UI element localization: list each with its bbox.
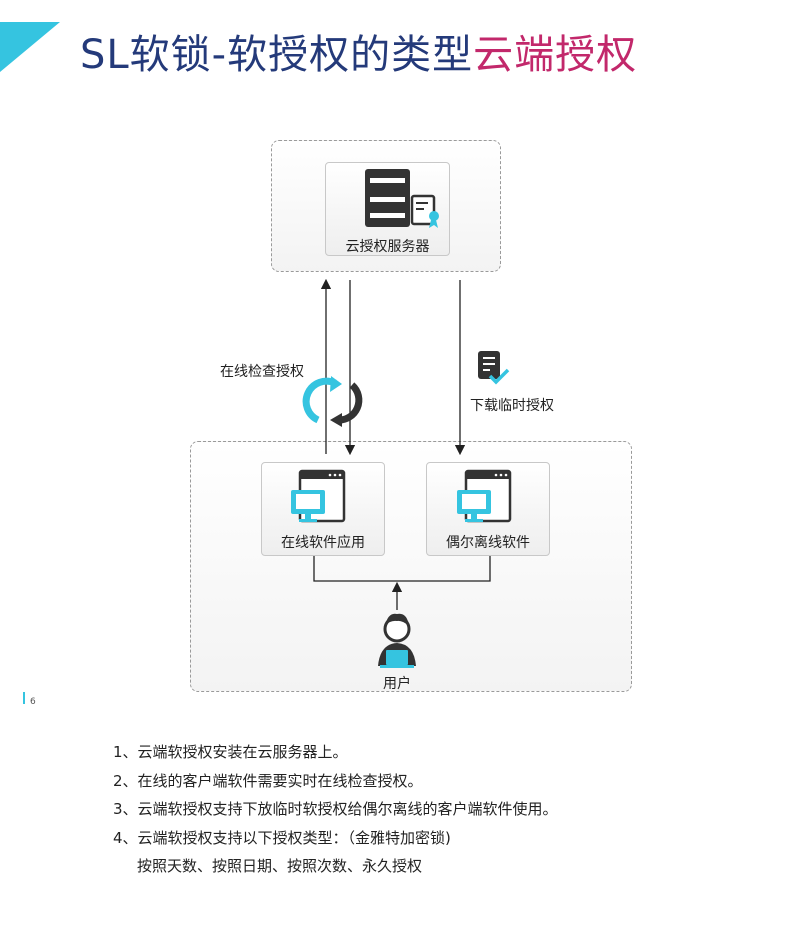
- apps-connector-line: [313, 556, 491, 582]
- note-item: 3、云端软授权支持下放临时软授权给偶尔离线的客户端软件使用。: [113, 800, 558, 818]
- cloud-server-label: 云授权服务器: [345, 239, 430, 255]
- certificate-icon: [410, 194, 439, 228]
- online-check-label: 在线检查授权: [220, 364, 304, 380]
- page-marker: [23, 692, 25, 704]
- note-item: 2、在线的客户端软件需要实时在线检查授权。: [113, 771, 423, 790]
- note-item: 按照天数、按照日期、按照次数、永久授权: [137, 857, 423, 875]
- checklist-icon: [478, 351, 510, 385]
- user-icon: [378, 613, 416, 668]
- note-item: 4、云端软授权支持以下授权类型：（金雅特加密锁): [113, 828, 451, 847]
- download-temp-license-label: 下载临时授权: [470, 398, 554, 414]
- page-title: SL软锁-软授权的类型云端授权: [80, 22, 637, 80]
- page-title-main: SL软锁-软授权的类型: [80, 32, 474, 78]
- header-accent-shape: [0, 22, 60, 72]
- server-icon: [365, 169, 410, 227]
- sync-icon: [302, 376, 363, 427]
- offline-app-label: 偶尔离线软件: [446, 535, 530, 551]
- page-number: 6: [30, 697, 36, 707]
- user-label: 用户: [383, 676, 411, 692]
- online-app-window-icon: [291, 469, 346, 523]
- online-app-label: 在线软件应用: [281, 535, 365, 551]
- offline-app-window-icon: [457, 469, 512, 523]
- note-item: 1、云端软授权安装在云服务器上。: [113, 743, 348, 761]
- page-title-highlight: 云端授权: [473, 32, 638, 78]
- notes-list: 1、云端软授权安装在云服务器上。 2、在线的客户端软件需要实时在线检查授权。 3…: [113, 738, 558, 881]
